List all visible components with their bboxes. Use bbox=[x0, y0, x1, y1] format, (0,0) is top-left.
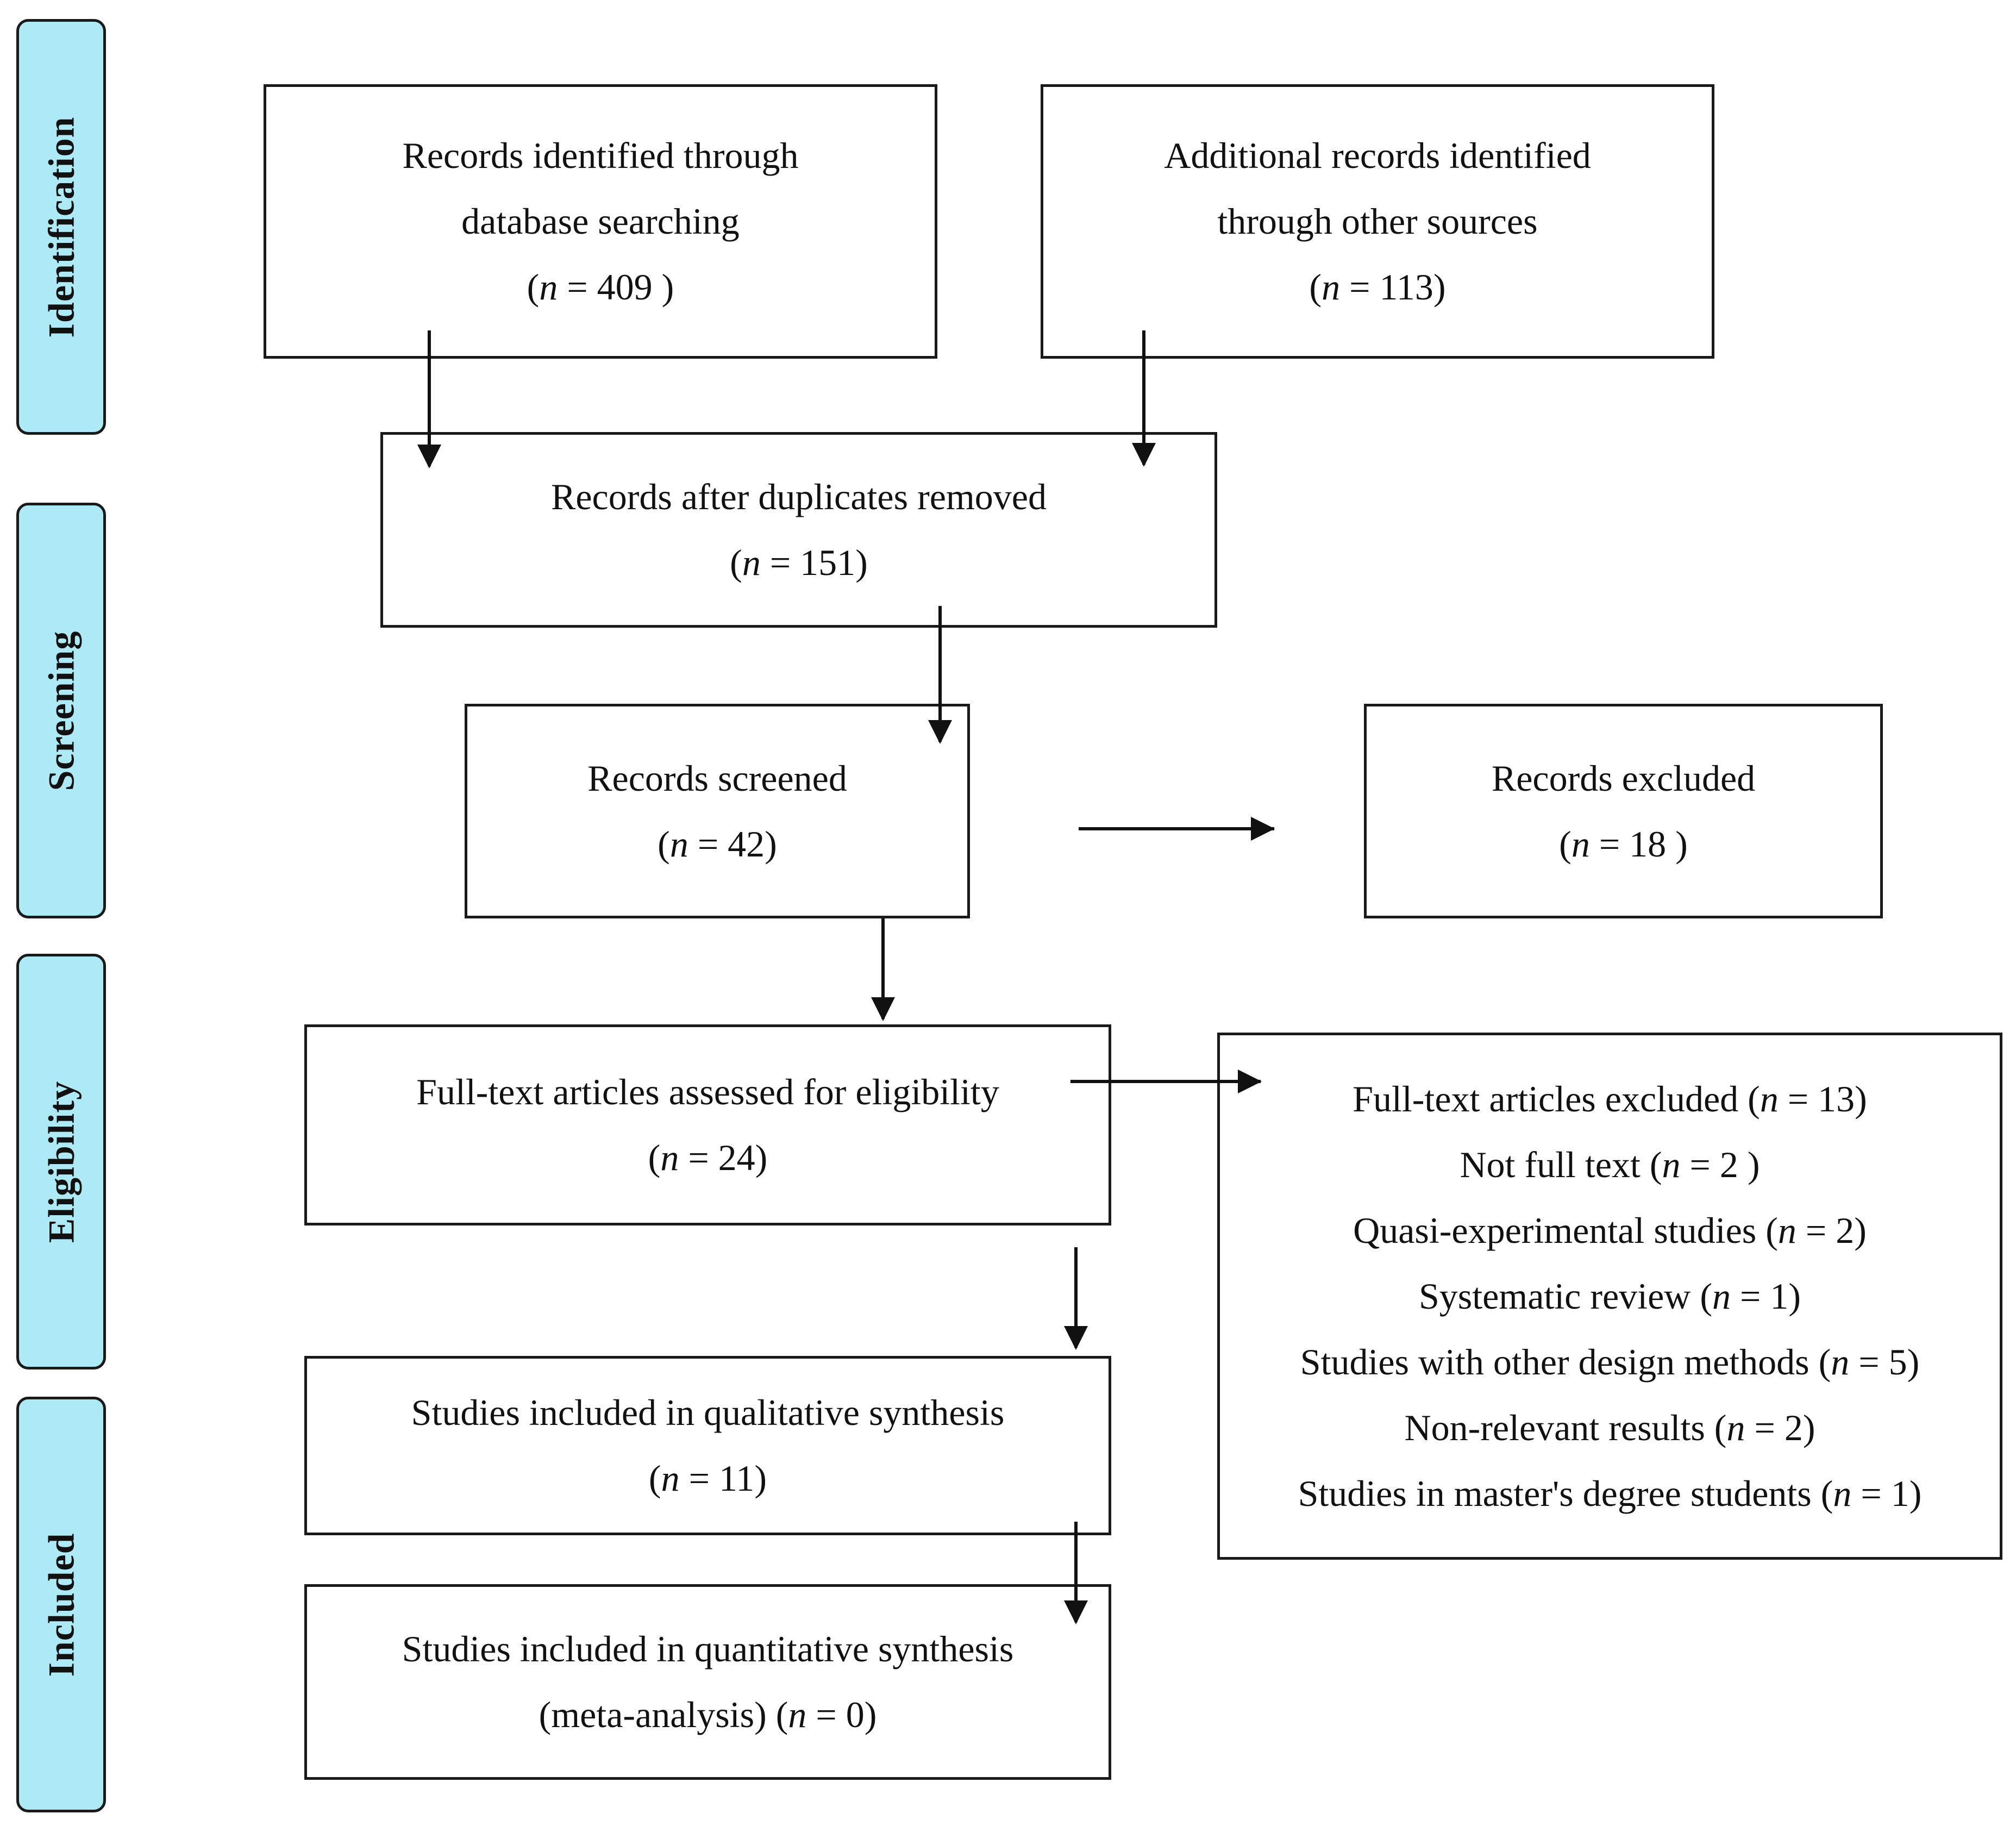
box-line: Records excluded bbox=[1491, 757, 1756, 799]
arrowhead bbox=[871, 997, 895, 1021]
box-duplicates-removed: Records after duplicates removed (n = 15… bbox=[380, 432, 1217, 628]
exclusion-reason: Quasi-experimental studies (n = 2) bbox=[1353, 1209, 1867, 1251]
box-count: (n = 24) bbox=[648, 1137, 768, 1178]
box-fulltext-assessed: Full-text articles assessed for eligibil… bbox=[304, 1024, 1111, 1225]
box-count: (n = 409 ) bbox=[527, 266, 674, 308]
arrowhead bbox=[1064, 1326, 1088, 1350]
box-line: Records screened bbox=[587, 757, 847, 799]
box-qualitative-synthesis: Studies included in qualitative synthesi… bbox=[304, 1356, 1111, 1535]
stage-identification: Identification bbox=[16, 19, 106, 435]
stage-included: Included bbox=[16, 1397, 106, 1812]
arrowhead bbox=[1238, 1070, 1262, 1093]
arrowhead bbox=[417, 445, 441, 468]
box-line: Records identified through bbox=[402, 135, 799, 176]
exclusion-reason: Systematic review (n = 1) bbox=[1418, 1275, 1801, 1317]
box-count: (n = 42) bbox=[658, 823, 777, 865]
box-line: Records after duplicates removed bbox=[551, 476, 1047, 517]
box-count: (n = 151) bbox=[730, 542, 868, 583]
box-line: through other sources bbox=[1217, 201, 1538, 242]
box-count: (n = 113) bbox=[1309, 266, 1446, 308]
stage-eligibility: Eligibility bbox=[16, 954, 106, 1370]
box-fulltext-excluded: Full-text articles excluded (n = 13) Not… bbox=[1217, 1033, 2002, 1560]
box-quantitative-synthesis: Studies included in quantitative synthes… bbox=[304, 1584, 1111, 1780]
arrowhead bbox=[928, 720, 952, 744]
box-records-screened: Records screened (n = 42) bbox=[465, 704, 970, 918]
arrowhead bbox=[1132, 443, 1156, 467]
box-database-search: Records identified through database sear… bbox=[264, 84, 937, 359]
exclusion-reason: Studies with other design methods (n = 5… bbox=[1300, 1341, 1920, 1383]
box-other-sources: Additional records identified through ot… bbox=[1041, 84, 1714, 359]
stage-screening: Screening bbox=[16, 503, 106, 918]
arrowhead bbox=[1064, 1600, 1088, 1624]
exclusion-reason: Full-text articles excluded (n = 13) bbox=[1353, 1078, 1867, 1120]
exclusion-reason: Non-relevant results (n = 2) bbox=[1404, 1406, 1815, 1448]
exclusion-reason: Studies in master's degree students (n =… bbox=[1298, 1472, 1922, 1514]
box-count: (n = 11) bbox=[648, 1458, 767, 1499]
box-line: Additional records identified bbox=[1164, 135, 1591, 176]
box-line: Full-text articles assessed for eligibil… bbox=[416, 1071, 999, 1112]
exclusion-reason: Not full text (n = 2 ) bbox=[1460, 1143, 1760, 1185]
arrowhead bbox=[1251, 817, 1275, 841]
box-count: (n = 18 ) bbox=[1559, 823, 1688, 865]
box-line: Studies included in quantitative synthes… bbox=[402, 1628, 1014, 1669]
box-line: (meta-analysis) (n = 0) bbox=[539, 1694, 877, 1735]
box-line: database searching bbox=[461, 201, 740, 242]
box-line: Studies included in qualitative synthesi… bbox=[411, 1392, 1005, 1433]
box-records-excluded: Records excluded (n = 18 ) bbox=[1364, 704, 1883, 918]
